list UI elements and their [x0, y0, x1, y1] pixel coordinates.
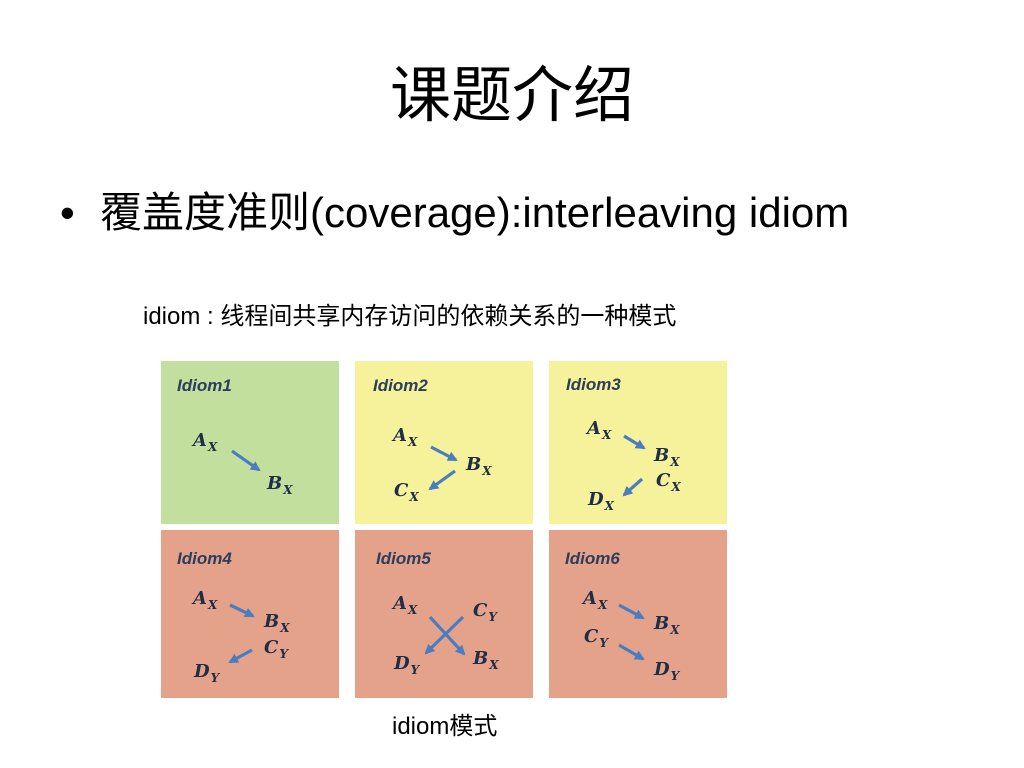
idiom-box-5: Idiom5 AX CY DY BX: [355, 530, 533, 698]
dependency-arrow: [623, 434, 646, 450]
node-d-y: DY: [194, 661, 220, 686]
node-subscript: X: [407, 603, 418, 617]
node-d-x: DX: [588, 489, 614, 514]
node-c-y: CY: [264, 637, 288, 662]
arrow-layer: [428, 445, 458, 491]
node-letter: B: [473, 648, 489, 669]
idiom-box-1: Idiom1 AX BX: [161, 361, 339, 524]
node-subscript: X: [670, 623, 680, 637]
node-subscript: X: [482, 464, 492, 478]
node-b-x: BX: [654, 445, 680, 470]
dependency-arrow: [618, 643, 645, 661]
dependency-arrow: [228, 648, 253, 664]
node-subscript: Y: [210, 671, 220, 685]
node-letter: A: [393, 593, 407, 614]
idiom-box-6: Idiom6 AX BX CY DY: [549, 530, 727, 698]
node-letter: D: [394, 653, 410, 674]
node-a-x: AX: [393, 593, 418, 618]
node-letter: B: [654, 613, 670, 634]
node-a-x: AX: [583, 588, 608, 613]
node-letter: D: [654, 659, 670, 680]
idiom-label: Idiom5: [376, 549, 431, 568]
node-subscript: Y: [488, 610, 497, 624]
node-c-y: CY: [584, 626, 608, 651]
node-subscript: X: [601, 428, 612, 442]
node-subscript: X: [671, 480, 681, 494]
dependency-arrow: [424, 615, 465, 655]
node-subscript: X: [207, 598, 218, 612]
node-letter: C: [264, 637, 279, 658]
dependency-arrow: [622, 477, 644, 497]
node-c-x: CX: [656, 470, 681, 495]
node-letter: C: [584, 626, 599, 647]
node-subscript: X: [207, 440, 218, 454]
node-subscript: X: [670, 455, 680, 469]
node-subscript: X: [407, 435, 418, 449]
arrow-layer: [228, 603, 255, 664]
dependency-arrow: [618, 603, 645, 620]
dependency-arrow: [430, 445, 458, 462]
idiom-label: Idiom3: [566, 375, 621, 394]
bullet-marker: •: [60, 189, 75, 236]
dependency-arrow: [428, 615, 466, 656]
idiom-box-2: Idiom2 AX BX CX: [355, 361, 533, 524]
node-d-y: DY: [394, 653, 420, 678]
node-letter: A: [193, 588, 207, 609]
node-a-x: AX: [193, 430, 218, 455]
node-letter: A: [587, 418, 601, 439]
idiom-label: Idiom4: [177, 549, 232, 568]
node-subscript: X: [283, 483, 293, 497]
node-subscript: X: [489, 658, 499, 672]
node-letter: B: [466, 454, 482, 475]
node-letter: C: [394, 480, 409, 501]
node-subscript: X: [409, 490, 419, 504]
node-b-x: BX: [654, 613, 680, 638]
node-a-x: AX: [193, 588, 218, 613]
node-d-y: DY: [654, 659, 680, 684]
node-c-x: CX: [394, 480, 419, 505]
idiom-label: Idiom6: [565, 549, 620, 568]
node-b-x: BX: [267, 473, 293, 498]
idiom-definition: idiom : 线程间共享内存访问的依赖关系的一种模式: [143, 303, 677, 330]
node-letter: A: [583, 588, 597, 609]
dependency-arrow: [229, 603, 255, 618]
node-letter: A: [193, 430, 207, 451]
node-subscript: Y: [599, 636, 608, 650]
arrow-layer: [231, 449, 261, 472]
node-letter: A: [393, 425, 407, 446]
node-subscript: X: [280, 621, 290, 635]
idiom-box-3: Idiom3 AX BX CX DX: [549, 361, 727, 524]
dependency-arrow: [231, 449, 261, 472]
node-letter: B: [264, 611, 280, 632]
node-a-x: AX: [393, 425, 418, 450]
node-a-x: AX: [587, 418, 612, 443]
node-b-x: BX: [473, 648, 499, 673]
idiom-label: Idiom1: [177, 376, 232, 395]
node-subscript: Y: [410, 663, 420, 677]
node-subscript: X: [597, 598, 608, 612]
slide-title: 课题介绍: [389, 63, 634, 130]
node-subscript: Y: [279, 647, 288, 661]
node-letter: D: [588, 489, 604, 510]
node-subscript: X: [604, 499, 614, 513]
bullet-text: 覆盖度准则(coverage):interleaving idiom: [100, 189, 850, 236]
bullet-point: • 覆盖度准则(coverage):interleaving idiom: [60, 187, 1000, 239]
arrow-layer: [424, 615, 466, 656]
node-letter: C: [656, 470, 671, 491]
node-b-x: BX: [264, 611, 290, 636]
dependency-arrow: [428, 469, 456, 491]
node-letter: B: [267, 473, 283, 494]
node-b-x: BX: [466, 454, 492, 479]
arrow-layer: [618, 603, 645, 661]
figure-caption: idiom模式: [392, 713, 498, 740]
node-subscript: Y: [670, 669, 680, 683]
arrow-layer: [622, 434, 646, 497]
node-letter: C: [473, 600, 488, 621]
node-c-y: CY: [473, 600, 497, 625]
node-letter: B: [654, 445, 670, 466]
idiom-box-4: Idiom4 AX BX CY DY: [161, 530, 339, 698]
idiom-label: Idiom2: [373, 376, 428, 395]
node-letter: D: [194, 661, 210, 682]
